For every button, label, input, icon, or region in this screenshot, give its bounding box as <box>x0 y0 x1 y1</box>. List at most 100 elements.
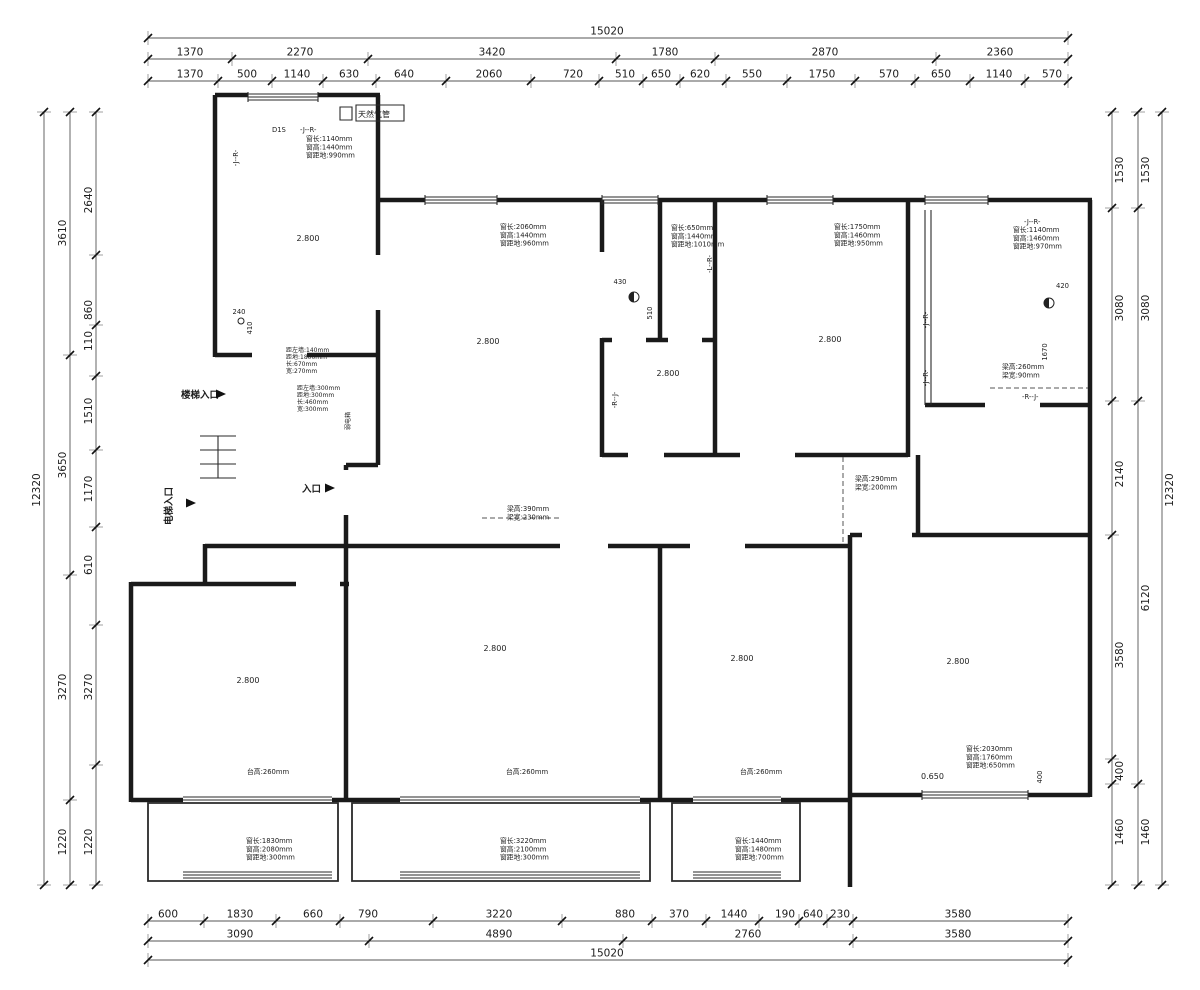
dimension-tick <box>143 916 153 926</box>
dimension-tick <box>267 76 277 86</box>
fixture-annotation: 距左墙:300mm <box>297 384 340 392</box>
dimension-label: 3650 <box>57 452 69 479</box>
dimension-label: 650 <box>651 69 671 81</box>
dimension-label: 640 <box>803 909 823 921</box>
entrance-arrow-icon <box>216 389 226 399</box>
dimension-tick <box>39 107 49 117</box>
dimension-label: 3270 <box>83 674 95 701</box>
dimension-tick <box>1133 107 1143 117</box>
dimension-label: 2060 <box>476 69 503 81</box>
dimension-tick <box>931 54 941 64</box>
dimension-tick <box>91 250 101 260</box>
plan-label: 240 <box>233 308 246 316</box>
dimension-label: 1220 <box>83 829 95 856</box>
dimension-tick <box>1133 396 1143 406</box>
dimension-tick <box>65 107 75 117</box>
dimension-label: 880 <box>615 909 635 921</box>
bay-window-outlines <box>147 802 801 882</box>
dimension-label: 3090 <box>227 929 254 941</box>
dimension-label: 2360 <box>987 47 1014 59</box>
plan-label: 420 <box>1056 282 1069 290</box>
sill-height-annotation: 台高:260mm <box>740 767 782 776</box>
ceiling-height-label: 2.800 <box>731 654 754 663</box>
dimension-label: 1460 <box>1140 819 1152 846</box>
fixture-annotation: 宽:300mm <box>297 405 328 413</box>
ceiling-height-label: 2.800 <box>237 676 260 685</box>
dimension-label: 1830 <box>227 909 254 921</box>
window-annotation: 窗长:2060mm <box>500 222 547 231</box>
dimension-tick <box>363 54 373 64</box>
dimension-tick <box>65 880 75 890</box>
window-annotation: 窗距地:300mm <box>500 853 549 862</box>
dimension-label: 1440 <box>721 909 748 921</box>
dimension-label: 4890 <box>486 929 513 941</box>
dimension-label: 12320 <box>1164 473 1176 506</box>
window-annotation: 窗长:1140mm <box>306 134 353 143</box>
plan-label: -J--R- <box>300 126 317 134</box>
window-annotation: 窗长:1750mm <box>834 222 881 231</box>
plan-label: 400 <box>1036 771 1044 784</box>
dimension-tick <box>850 76 860 86</box>
dimension-label: 3220 <box>486 909 513 921</box>
plan-label: 弱电箱 <box>344 412 352 430</box>
dimension-tick <box>965 76 975 86</box>
dimension-label: 660 <box>303 909 323 921</box>
dimension-tick <box>822 916 832 926</box>
dimension-tick <box>557 916 567 926</box>
ceiling-height-label: 2.800 <box>947 657 970 666</box>
dimension-label: 6120 <box>1140 585 1152 612</box>
window-annotation: 窗距地:1010mm <box>671 240 725 249</box>
plan-label: -J--R- <box>1024 218 1041 226</box>
plan-label: -L--R- <box>706 254 714 272</box>
dimension-tick <box>1133 203 1143 213</box>
dimension-tick <box>371 76 381 86</box>
dimension-label: 500 <box>237 69 257 81</box>
dimension-tick <box>910 76 920 86</box>
dimension-tick <box>65 795 75 805</box>
dimension-tick <box>701 916 711 926</box>
fixture-annotation: 距地:300mm <box>297 391 334 399</box>
dimension-tick <box>364 936 374 946</box>
window-annotation: 窗距地:990mm <box>306 151 355 160</box>
dimension-label: 2760 <box>735 929 762 941</box>
dimension-tick <box>227 54 237 64</box>
dimension-tick <box>1063 936 1073 946</box>
beam-annotation: 梁宽:90mm <box>1002 370 1040 379</box>
dimension-label: 570 <box>1042 69 1062 81</box>
dimension-tick <box>1020 76 1030 86</box>
dimension-tick <box>1063 955 1073 965</box>
dimension-tick <box>1063 33 1073 43</box>
dimension-tick <box>611 54 621 64</box>
dimension-label: 860 <box>83 300 95 320</box>
dimension-tick <box>91 522 101 532</box>
ceiling-height-label: 2.800 <box>297 234 320 243</box>
window-annotation: 窗距地:650mm <box>966 761 1015 770</box>
dimension-tick <box>91 445 101 455</box>
window-annotation: 窗长:3220mm <box>500 836 547 845</box>
beam-annotation: 梁高:260mm <box>1002 362 1044 371</box>
dimension-label: 3580 <box>945 909 972 921</box>
dimension-label: 15020 <box>590 26 623 38</box>
dimension-tick <box>91 620 101 630</box>
dimension-label: 720 <box>563 69 583 81</box>
dimension-label: 550 <box>742 69 762 81</box>
dimension-tick <box>441 76 451 86</box>
dimension-label: 510 <box>615 69 635 81</box>
dimension-tick <box>647 916 657 926</box>
plan-label: 1670 <box>1041 343 1049 360</box>
fixture-annotation: 宽:270mm <box>286 367 317 375</box>
dimension-tick <box>1133 880 1143 890</box>
dimension-tick <box>91 371 101 381</box>
dimension-label: 190 <box>775 909 795 921</box>
dimension-tick <box>1107 754 1117 764</box>
dimension-label: 12320 <box>31 473 43 506</box>
dimension-tick <box>143 33 153 43</box>
dimension-label: 1750 <box>809 69 836 81</box>
sill-height-annotation: 台高:260mm <box>247 767 289 776</box>
dimension-tick <box>1107 396 1117 406</box>
dimension-label: 600 <box>158 909 178 921</box>
